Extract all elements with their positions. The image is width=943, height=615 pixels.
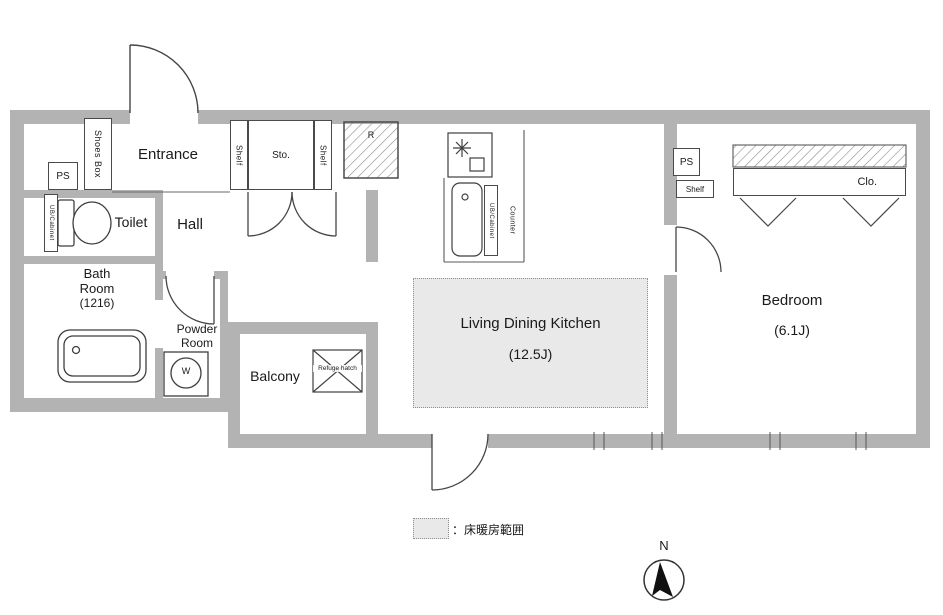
wall-top-left — [10, 110, 130, 124]
compass-north-label: N — [659, 538, 669, 553]
ub-cabinet-label: UB/Cabinet — [48, 205, 54, 241]
shelf-box-1: Shelf — [230, 120, 248, 190]
compass-icon — [643, 559, 685, 601]
shoes-box: Shoes Box — [84, 118, 112, 190]
closet-box: Clo. — [733, 168, 906, 196]
powder-room-door — [165, 275, 215, 325]
bedroom-door — [675, 226, 722, 273]
wall-ldk-bedroom-lower — [664, 275, 677, 434]
washing-machine-label: W — [181, 366, 191, 376]
storage-door-left — [247, 191, 293, 237]
wall-bath-right-b — [155, 348, 163, 398]
storage-box: Sto. — [248, 120, 314, 190]
wall-balcony-top — [228, 322, 378, 334]
pipe-space-label: PS — [679, 156, 694, 168]
wall-toilet-top — [24, 190, 163, 198]
ub-cabinet-toilet-box: UB/Cabinet — [44, 194, 58, 252]
balcony-door-opening — [432, 434, 488, 448]
toilet-label: Toilet — [114, 214, 148, 230]
counter-label: Counter — [508, 205, 516, 235]
wall-corridor-ldk — [366, 190, 378, 262]
bath-room-size: (1216) — [79, 296, 115, 310]
bathtub-icon — [57, 329, 147, 383]
wall-toilet-bath — [24, 256, 163, 264]
storage-door-right — [291, 191, 337, 237]
wall-left — [10, 110, 24, 412]
ub-cabinet-label: UB/Cabinet — [488, 202, 494, 239]
pipe-space-right-box: PS — [673, 148, 700, 176]
bedroom-label: Bedroom — [761, 292, 823, 309]
entrance-door — [129, 44, 199, 114]
shelf-box-3: Shelf — [676, 180, 714, 198]
wall-bottom — [228, 434, 930, 448]
kitchen-sink-icon — [451, 182, 483, 257]
wall-top-main — [198, 110, 930, 124]
pipe-space-left-box: PS — [48, 162, 78, 190]
powder-room-line1: Powder — [176, 322, 218, 336]
bath-room-label: Bath Room (1216) — [64, 266, 130, 311]
wall-right — [916, 110, 930, 448]
entrance-label: Entrance — [137, 146, 199, 163]
toilet-icon — [57, 199, 112, 247]
bath-room-line2: Room — [79, 281, 115, 296]
wall-balcony-right — [366, 322, 378, 448]
hall-label: Hall — [177, 216, 203, 233]
refrigerator-label: R — [367, 130, 375, 140]
bedroom-size-label: (6.1J) — [774, 322, 810, 338]
counter-label-box: Counter — [504, 178, 520, 262]
closet-folding-doors — [739, 197, 900, 227]
ldk-size-label: (12.5J) — [508, 346, 553, 362]
shoes-box-label: Shoes Box — [93, 129, 103, 179]
shelf-box-2: Shelf — [314, 120, 332, 190]
refuge-hatch-label: Refuge hatch — [313, 365, 362, 372]
balcony-label: Balcony — [250, 368, 300, 384]
storage-label: Sto. — [272, 149, 290, 161]
floor-heating-area — [413, 278, 648, 408]
powder-room-label: Powder Room — [166, 322, 228, 350]
legend-heating-swatch — [413, 518, 449, 539]
wall-powder-right — [220, 271, 228, 398]
wall-balcony-left — [228, 322, 240, 448]
shelf-label: Shelf — [685, 184, 705, 194]
wall-toilet-right-a — [155, 190, 163, 300]
wall-hall-powder-a — [155, 271, 166, 279]
burner-icon — [453, 139, 471, 157]
bath-room-line1: Bath — [83, 266, 111, 281]
legend-heating-label: ：床暖房範囲 — [452, 523, 525, 537]
closet-label: Clo. — [857, 176, 877, 188]
ldk-label: Living Dining Kitchen — [460, 315, 601, 332]
stove-icon — [447, 132, 493, 178]
pipe-space-label: PS — [56, 170, 70, 182]
powder-room-line2: Room — [180, 336, 213, 350]
wall-bottom-left — [10, 398, 240, 412]
ub-cabinet-kitchen-box: UB/Cabinet — [484, 185, 498, 256]
shelf-label: Shelf — [318, 144, 328, 166]
closet-hatch-strip — [732, 144, 907, 168]
shelf-label: Shelf — [234, 144, 244, 166]
